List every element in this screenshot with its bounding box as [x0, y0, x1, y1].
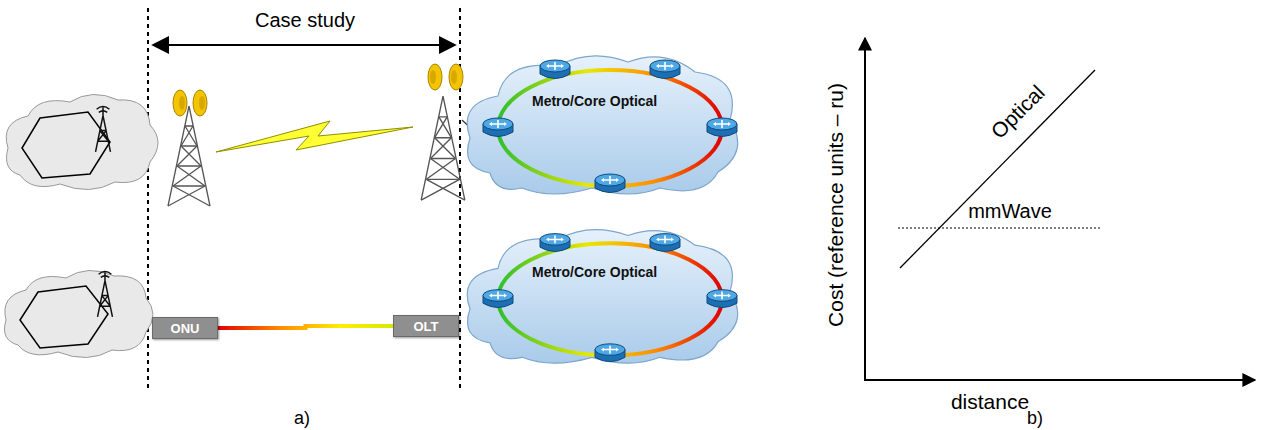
box-label: OLT	[413, 319, 438, 334]
optical-cost-line	[900, 70, 1095, 268]
router-icon	[707, 118, 737, 137]
cloud-shape	[460, 48, 745, 198]
router-icon	[540, 60, 570, 79]
box-label: ONU	[171, 321, 200, 336]
mmwave-tower	[421, 64, 475, 200]
router-icon	[483, 118, 513, 137]
mmwave-cost-line	[898, 227, 1100, 228]
series-label: mmWave	[968, 200, 1052, 223]
panel-label: b)	[1027, 408, 1043, 429]
router-icon	[650, 234, 680, 252]
boundary-line	[147, 8, 149, 392]
terminal-box: ONU	[152, 317, 218, 339]
span-arrow	[153, 44, 455, 46]
mmwave-tower	[168, 90, 210, 206]
network-cloud: Metro/Core Optical	[460, 222, 745, 367]
axis-label: distance	[951, 390, 1029, 414]
cell-cloud	[5, 270, 154, 357]
wireless-link	[216, 121, 413, 152]
optical-ring	[498, 70, 722, 186]
network-cloud: Metro/Core Optical	[460, 48, 745, 198]
network-label: Metro/Core Optical	[532, 264, 657, 280]
cloud-shape	[460, 222, 745, 367]
series-label: Optical	[986, 80, 1049, 143]
router-icon	[595, 174, 625, 193]
chart-axes	[864, 38, 1255, 381]
panel-label: a)	[294, 408, 310, 429]
network-label: Metro/Core Optical	[532, 93, 657, 109]
cloud-outline	[467, 230, 737, 364]
axis-label: Cost (reference units – ru)	[824, 83, 848, 327]
router-icon	[595, 344, 625, 362]
router-icon	[540, 234, 570, 252]
router-icon	[483, 290, 513, 308]
span-label: Case study	[255, 9, 355, 32]
fiber-link	[218, 326, 393, 328]
cell-cloud	[6, 94, 158, 189]
terminal-box: OLT	[393, 315, 459, 337]
router-icon	[707, 290, 737, 308]
router-icon	[650, 60, 680, 79]
cloud-outline	[467, 56, 737, 194]
optical-ring	[498, 243, 722, 355]
